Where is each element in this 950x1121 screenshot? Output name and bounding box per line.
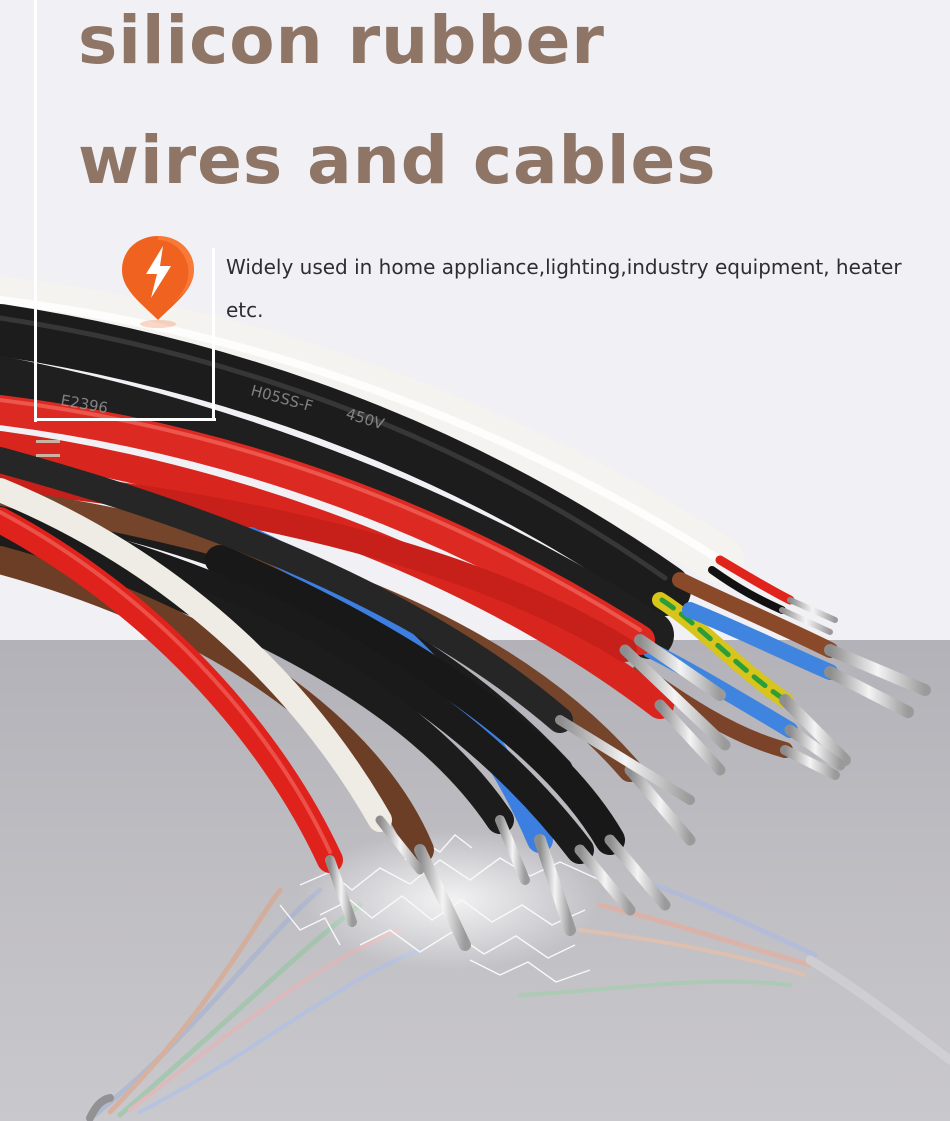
lightning-icon bbox=[122, 236, 194, 328]
page-title-line-2: wires and cables bbox=[78, 122, 717, 199]
frame-line-bottom bbox=[34, 418, 216, 421]
single-core-wires bbox=[0, 395, 731, 951]
white-cable-cores bbox=[708, 555, 838, 635]
frame-line-right bbox=[212, 248, 215, 421]
frame-line-left bbox=[34, 0, 37, 422]
accent-dash-1 bbox=[36, 440, 60, 443]
accent-dash-2 bbox=[36, 454, 60, 457]
feature-description: Widely used in home appliance,lighting,i… bbox=[226, 255, 902, 322]
page-title-line-1: silicon rubber bbox=[78, 2, 605, 79]
